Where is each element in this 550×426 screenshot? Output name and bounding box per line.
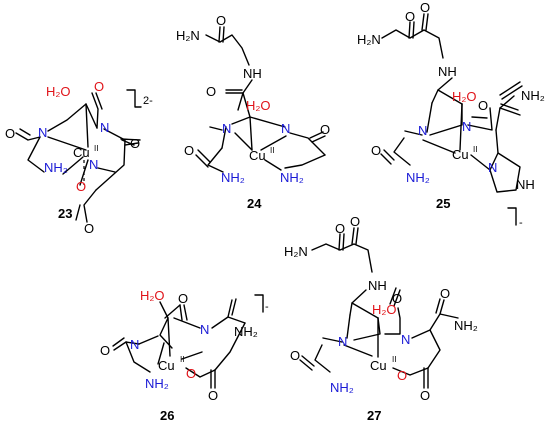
- oxygen-label-27e: O: [440, 286, 450, 301]
- nitrogen-label-23c: N: [89, 157, 98, 172]
- compound-26: H₂O O N NH₂ N O Cu II O O NH₂ 26 -: [100, 288, 269, 423]
- amide-nh-label-24: NH: [243, 66, 262, 81]
- water-label-25: H₂O: [452, 89, 477, 104]
- nitrogen-label-26a: N: [130, 337, 139, 352]
- amine-label-24a: NH₂: [221, 170, 245, 185]
- charge-26: -: [265, 301, 269, 313]
- compound-25: H₂N O O NH H₂O N N O Cu II O NH₂ N NH NH…: [357, 0, 545, 229]
- oxygen-label-26b: O: [100, 343, 110, 358]
- copper-ox-23: II: [94, 144, 98, 153]
- compound-24: H₂N O NH O H₂O N N O Cu II O NH₂ NH₂ 24: [176, 13, 330, 211]
- compound-23: H₂O O N N O Cu II NH₂ N O O O 2- 23: [5, 79, 153, 236]
- copper-label-25: Cu: [452, 147, 469, 162]
- amine-label-23: NH₂: [44, 160, 68, 175]
- copper-ox-26: II: [180, 355, 184, 364]
- copper-ox-27: II: [392, 355, 396, 364]
- copper-ox-25: II: [473, 145, 477, 154]
- compound-27: H₂N O O NH H₂O O N N O O NH₂ Cu II O O N…: [284, 214, 478, 423]
- compound-number-25: 25: [436, 196, 450, 211]
- copper-ox-24: II: [270, 146, 274, 155]
- oxygen-label-23a: O: [94, 79, 104, 94]
- nitrogen-label-24b: N: [281, 121, 290, 136]
- nitrogen-label-26b: N: [200, 322, 209, 337]
- water-label-24: H₂O: [246, 98, 271, 113]
- oxygen-label-25b: O: [420, 0, 430, 15]
- copper-label-27: Cu: [370, 358, 387, 373]
- nitrogen-label-25a: N: [418, 123, 427, 138]
- oxygen-label-26d: O: [208, 388, 218, 403]
- water-label-23: H₂O: [46, 84, 71, 99]
- oxygen-label-23e: O: [84, 221, 94, 236]
- oxygen-label-26c: O: [186, 366, 196, 381]
- oxygen-label-27g: O: [420, 388, 430, 403]
- nitrogen-label-23b: N: [100, 120, 109, 135]
- oxygen-label-23b: O: [5, 126, 15, 141]
- imidazole-nitrogen-label-25: N: [488, 160, 497, 175]
- charge-23: 2-: [143, 95, 153, 107]
- amide-amine-label-27: NH₂: [454, 318, 478, 333]
- amide-amine-label-25: NH₂: [521, 88, 545, 103]
- copper-label-24: Cu: [249, 148, 266, 163]
- amine-left-label-24: H₂N: [176, 28, 200, 43]
- oxygen-label-27f: O: [397, 368, 407, 383]
- oxygen-label-25d: O: [478, 98, 488, 113]
- oxygen-label-27d: O: [290, 348, 300, 363]
- compound-number-26: 26: [160, 408, 174, 423]
- nitrogen-label-27b: N: [401, 332, 410, 347]
- amine-left-label-25: H₂N: [357, 32, 381, 47]
- oxygen-label-23d: O: [76, 179, 86, 194]
- amine-label-26: NH₂: [145, 376, 169, 391]
- compound-number-24: 24: [247, 196, 262, 211]
- amine-left-label-27: H₂N: [284, 244, 308, 259]
- amide-nh-label-27: NH: [368, 278, 387, 293]
- oxygen-label-24a: O: [216, 13, 226, 28]
- compound-number-23: 23: [58, 206, 72, 221]
- oxygen-label-27c: O: [392, 291, 402, 306]
- nitrogen-label-25b: N: [462, 119, 471, 134]
- oxygen-label-24c: O: [184, 143, 194, 158]
- copper-label-26: Cu: [158, 358, 175, 373]
- copper-label-23: Cu: [73, 145, 90, 160]
- amine-label-27: NH₂: [330, 380, 354, 395]
- oxygen-label-27b: O: [350, 214, 360, 229]
- imidazole-nh-label-25: NH: [516, 177, 535, 192]
- oxygen-label-24b: O: [206, 84, 216, 99]
- nitrogen-label-23a: N: [38, 125, 47, 140]
- nitrogen-label-24a: N: [222, 121, 231, 136]
- amide-amine-label-26: NH₂: [234, 324, 258, 339]
- amide-nh-label-25: NH: [438, 64, 457, 79]
- oxygen-label-26a: O: [178, 291, 188, 306]
- oxygen-label-24d: O: [320, 122, 330, 137]
- compound-number-27: 27: [367, 408, 381, 423]
- nitrogen-label-27a: N: [338, 334, 347, 349]
- water-label-27: H₂O: [372, 302, 397, 317]
- amine-label-25: NH₂: [406, 170, 430, 185]
- water-label-26: H₂O: [140, 288, 165, 303]
- oxygen-label-27a: O: [335, 221, 345, 236]
- oxygen-label-25a: O: [405, 9, 415, 24]
- oxygen-label-23c: O: [130, 136, 140, 151]
- oxygen-label-25c: O: [371, 143, 381, 158]
- charge-25: -: [519, 217, 523, 229]
- amine-label-24b: NH₂: [280, 170, 304, 185]
